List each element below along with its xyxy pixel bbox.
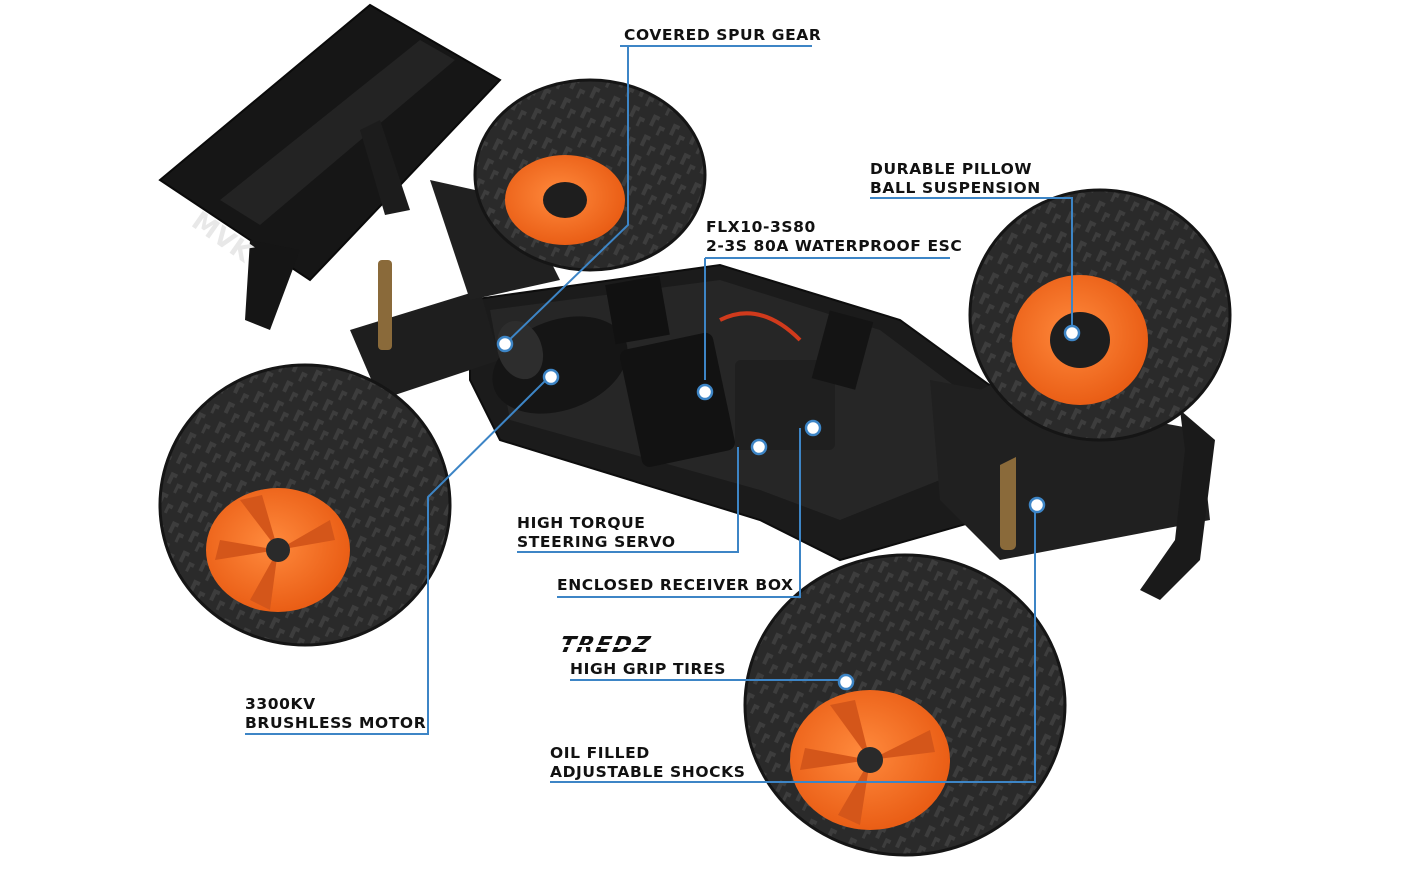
- rear-left-tire: [158, 363, 452, 647]
- label-receiver: ENCLOSED RECEIVER BOX: [557, 576, 794, 595]
- label-servo: HIGH TORQUE STEERING SERVO: [517, 514, 676, 552]
- tredz-brand-logo: TREDZ: [557, 633, 654, 658]
- leader-motor: [245, 377, 549, 735]
- label-shocks-line2: ADJUSTABLE SHOCKS: [550, 763, 746, 781]
- label-motor: 3300KV BRUSHLESS MOTOR: [245, 695, 426, 733]
- endpoint-esc: [696, 383, 714, 401]
- label-servo-line1: HIGH TORQUE: [517, 514, 646, 532]
- endpoint-pillow-ball: [1063, 324, 1081, 342]
- label-esc-line2: 2-3S 80A WATERPROOF ESC: [706, 237, 963, 255]
- label-receiver-line1: ENCLOSED RECEIVER BOX: [557, 576, 794, 594]
- endpoint-tires: [837, 673, 855, 691]
- leader-receiver: [557, 428, 801, 598]
- leader-pillow-ball: [870, 197, 1073, 325]
- label-servo-line2: STEERING SERVO: [517, 533, 676, 551]
- label-pillow-ball-line1: DURABLE PILLOW: [870, 160, 1033, 178]
- label-tires-line1: HIGH GRIP TIRES: [570, 660, 727, 678]
- rear-wing: [158, 3, 502, 330]
- label-motor-line2: BRUSHLESS MOTOR: [245, 714, 427, 732]
- label-motor-line1: 3300KV: [245, 695, 316, 713]
- leader-servo: [517, 447, 739, 553]
- leader-endpoints: [496, 324, 1081, 691]
- label-pillow-ball: DURABLE PILLOW BALL SUSPENSION: [870, 160, 1041, 198]
- endpoint-motor: [542, 368, 560, 386]
- label-shocks: OIL FILLED ADJUSTABLE SHOCKS: [550, 744, 745, 782]
- label-tires: HIGH GRIP TIRES: [570, 660, 726, 679]
- endpoint-receiver: [804, 419, 822, 437]
- leader-esc: [704, 257, 950, 380]
- label-shocks-line1: OIL FILLED: [550, 744, 650, 762]
- motor: [492, 316, 628, 414]
- front-left-tire: [743, 553, 1067, 857]
- label-esc-line1: FLX10-3S80: [706, 218, 816, 236]
- endpoint-servo: [750, 438, 768, 456]
- endpoint-shocks: [1028, 496, 1046, 514]
- label-pillow-ball-line2: BALL SUSPENSION: [870, 179, 1041, 197]
- rear-right-tire: [473, 78, 707, 272]
- front-right-tire: [968, 188, 1232, 442]
- label-esc: FLX10-3S80 2-3S 80A WATERPROOF ESC: [706, 218, 962, 256]
- leader-shocks: [550, 507, 1036, 783]
- label-spur-gear: COVERED SPUR GEAR: [624, 26, 821, 45]
- leader-spur-gear: [504, 45, 812, 345]
- leader-lines: [245, 45, 1073, 783]
- endpoint-spur-gear: [496, 335, 514, 353]
- label-spur-gear-line1: COVERED SPUR GEAR: [624, 26, 822, 44]
